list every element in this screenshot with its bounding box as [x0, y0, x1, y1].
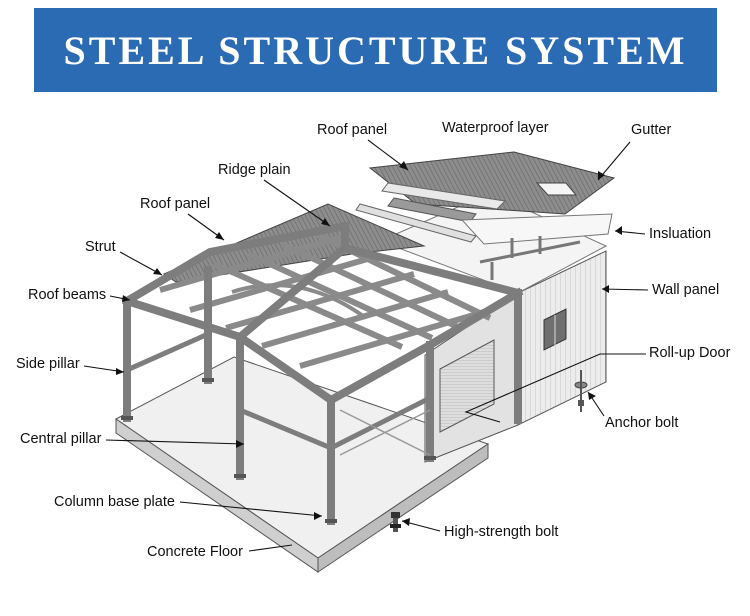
label-roof-panel-top: Roof panel	[317, 122, 388, 138]
label-roll-up-door: Roll-up Door	[649, 345, 731, 361]
roof-purlins	[159, 231, 492, 369]
label-high-strength-bolt: High-strength bolt	[444, 524, 559, 540]
high-strength-bolt-icon	[390, 512, 401, 532]
label-gutter: Gutter	[631, 122, 672, 138]
label-wall-panel: Wall panel	[652, 282, 720, 298]
base-plates	[121, 378, 436, 523]
label-column-base-plate: Column base plate	[54, 494, 175, 510]
label-strut: Strut	[85, 239, 116, 255]
exploded-layers	[355, 151, 616, 280]
label-side-pillar: Side pillar	[16, 356, 80, 372]
page-title: STEEL STRUCTURE SYSTEM	[63, 27, 688, 73]
anchor-bolt-icon	[574, 370, 588, 412]
title-banner: STEEL STRUCTURE SYSTEM	[34, 8, 717, 92]
label-ridge-plain: Ridge plain	[218, 162, 291, 178]
label-roof-panel-left: Roof panel	[140, 196, 211, 212]
leader-arrowheads	[116, 161, 622, 526]
label-anchor-bolt: Anchor bolt	[605, 415, 679, 431]
label-waterproof-layer: Waterproof layer	[442, 120, 549, 136]
label-roof-beams: Roof beams	[28, 287, 107, 303]
label-insulation: Insluation	[649, 226, 712, 242]
steel-frame	[121, 221, 524, 525]
label-central-pillar: Central pillar	[20, 431, 102, 447]
cross-bracing	[339, 409, 431, 456]
roof-panel-sheet	[162, 203, 426, 283]
concrete-floor-slab	[115, 356, 490, 573]
label-concrete-floor: Concrete Floor	[147, 544, 243, 560]
